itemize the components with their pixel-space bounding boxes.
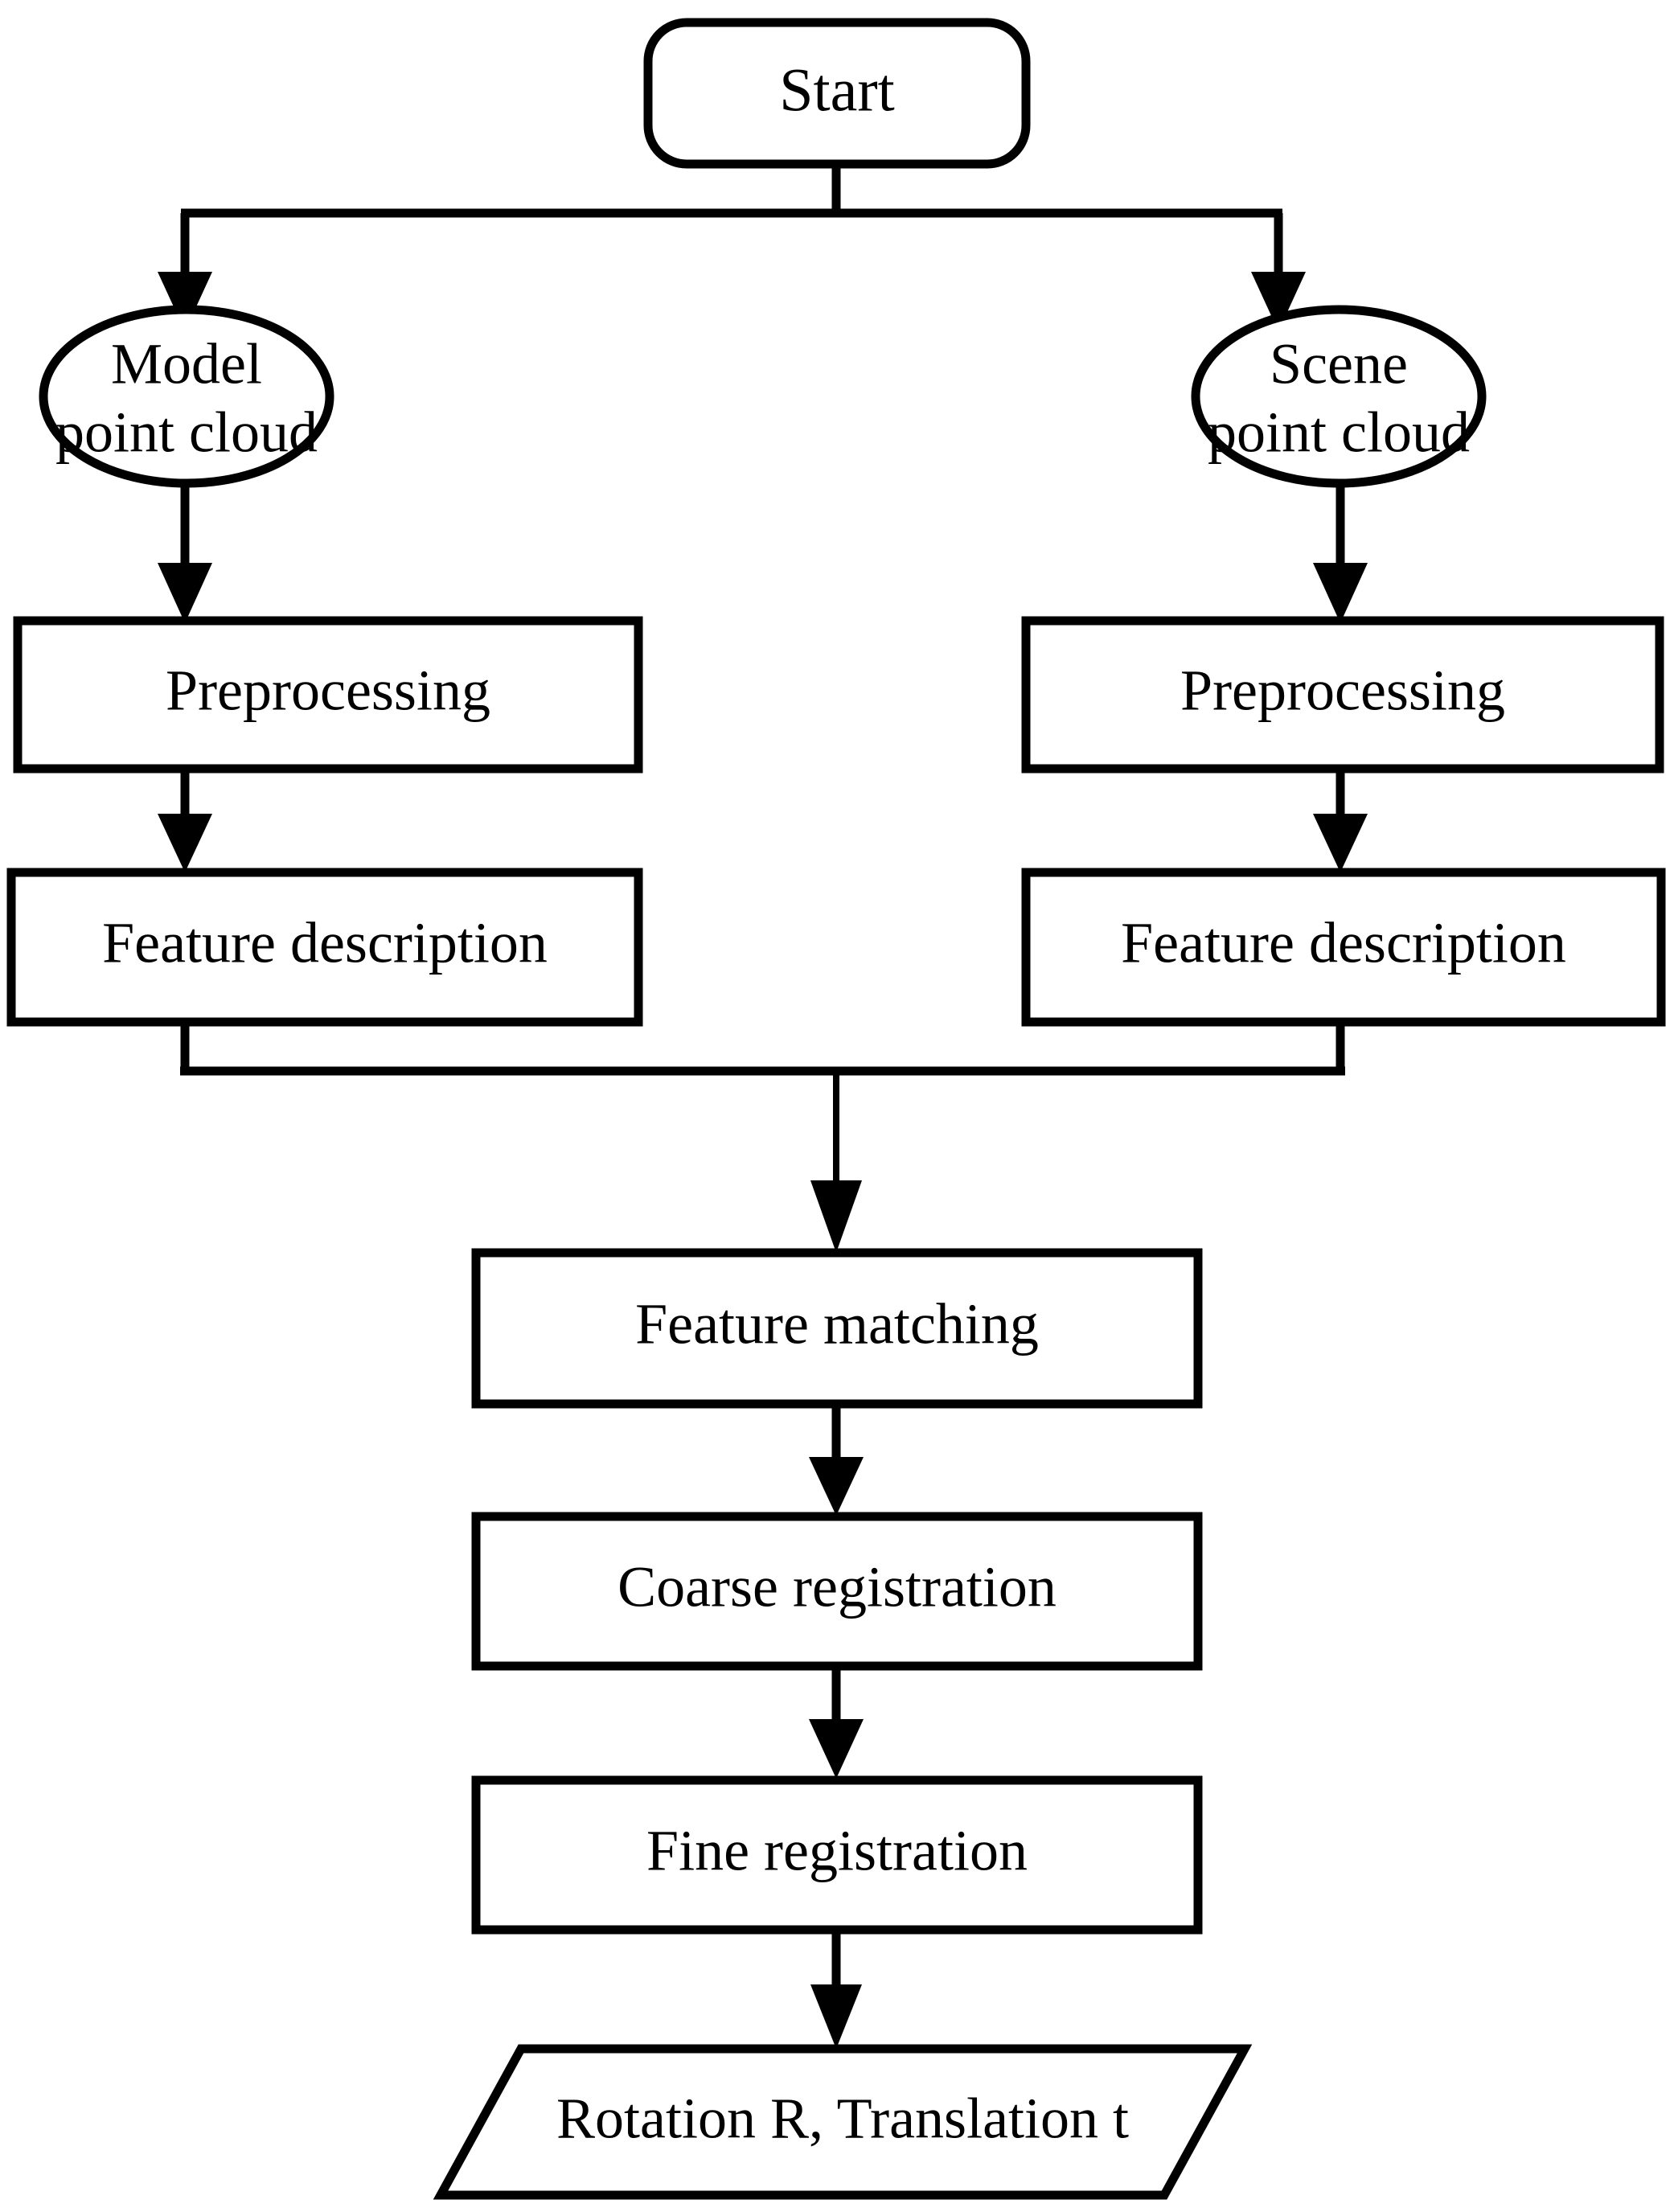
edge-featuredesc-merge (180, 1021, 1345, 1253)
node-feature-matching[interactable]: Feature matching (471, 1248, 1203, 1409)
feature-matching-label: Feature matching (635, 1292, 1039, 1356)
coarse-registration-label: Coarse registration (617, 1555, 1057, 1619)
edge-preprocessing-to-featuredesc-left (158, 768, 212, 872)
node-output[interactable]: Rotation R, Translation t (433, 2044, 1253, 2200)
node-model-point-cloud[interactable]: Model point cloud (39, 305, 334, 488)
edge-model-to-preprocessing (158, 482, 212, 623)
node-scene-point-cloud[interactable]: Scene point cloud (1191, 305, 1487, 488)
arrow-head-output (810, 1984, 862, 2049)
fine-registration-shape (471, 1775, 1203, 1935)
output-label: Rotation R, Translation t (556, 2087, 1129, 2151)
scene-point-cloud-shape (1191, 305, 1487, 488)
node-coarse-registration[interactable]: Coarse registration (471, 1512, 1203, 1671)
node-preprocessing-right[interactable]: Preprocessing (1021, 616, 1664, 774)
feature-description-right-shape (1021, 868, 1666, 1027)
coarse-registration-shape (471, 1512, 1203, 1671)
edge-coarse-to-fine (809, 1664, 864, 1779)
edge-preprocessing-to-featuredesc-right (1313, 768, 1368, 872)
node-feature-description-left[interactable]: Feature description (6, 868, 643, 1027)
preprocessing-right-label: Preprocessing (1180, 659, 1505, 723)
output-shape (433, 2044, 1253, 2200)
start-label: Start (779, 56, 895, 124)
preprocessing-right-shape (1021, 616, 1664, 774)
arrow-head-feature-matching (810, 1180, 862, 1253)
arrow-head-featdesc-left (158, 814, 212, 872)
arrow-head-preproc-right (1313, 563, 1368, 623)
fine-registration-label: Fine registration (646, 1819, 1028, 1883)
scene-point-cloud-label-line1: Scene (1270, 332, 1408, 396)
arrow-head-scene (1251, 272, 1306, 331)
preprocessing-left-shape (13, 616, 643, 774)
model-point-cloud-label-line1: Model (111, 332, 262, 396)
arrow-head-coarse (809, 1457, 864, 1516)
arrow-head-featdesc-right (1313, 814, 1368, 872)
feature-description-left-shape (6, 868, 643, 1027)
edge-start-to-split (158, 163, 1306, 331)
node-feature-description-right[interactable]: Feature description (1021, 868, 1666, 1027)
model-point-cloud-shape (39, 305, 334, 488)
preprocessing-left-label: Preprocessing (166, 659, 490, 723)
scene-point-cloud-label-line2: point cloud (1208, 400, 1470, 465)
arrow-head-model (158, 272, 212, 331)
feature-matching-shape (471, 1248, 1203, 1409)
edge-matching-to-coarse (809, 1403, 864, 1516)
node-start[interactable]: Start (643, 18, 1031, 169)
feature-description-right-label: Feature description (1121, 911, 1566, 975)
model-point-cloud-label-line2: point cloud (55, 400, 318, 465)
node-fine-registration[interactable]: Fine registration (471, 1775, 1203, 1935)
node-preprocessing-left[interactable]: Preprocessing (13, 616, 643, 774)
start-shape (643, 18, 1031, 169)
edge-fine-to-output (810, 1928, 862, 2049)
edge-scene-to-preprocessing (1313, 482, 1368, 623)
arrow-head-fine (809, 1719, 864, 1779)
arrow-head-preproc-left (158, 563, 212, 623)
feature-description-left-label: Feature description (102, 911, 548, 975)
